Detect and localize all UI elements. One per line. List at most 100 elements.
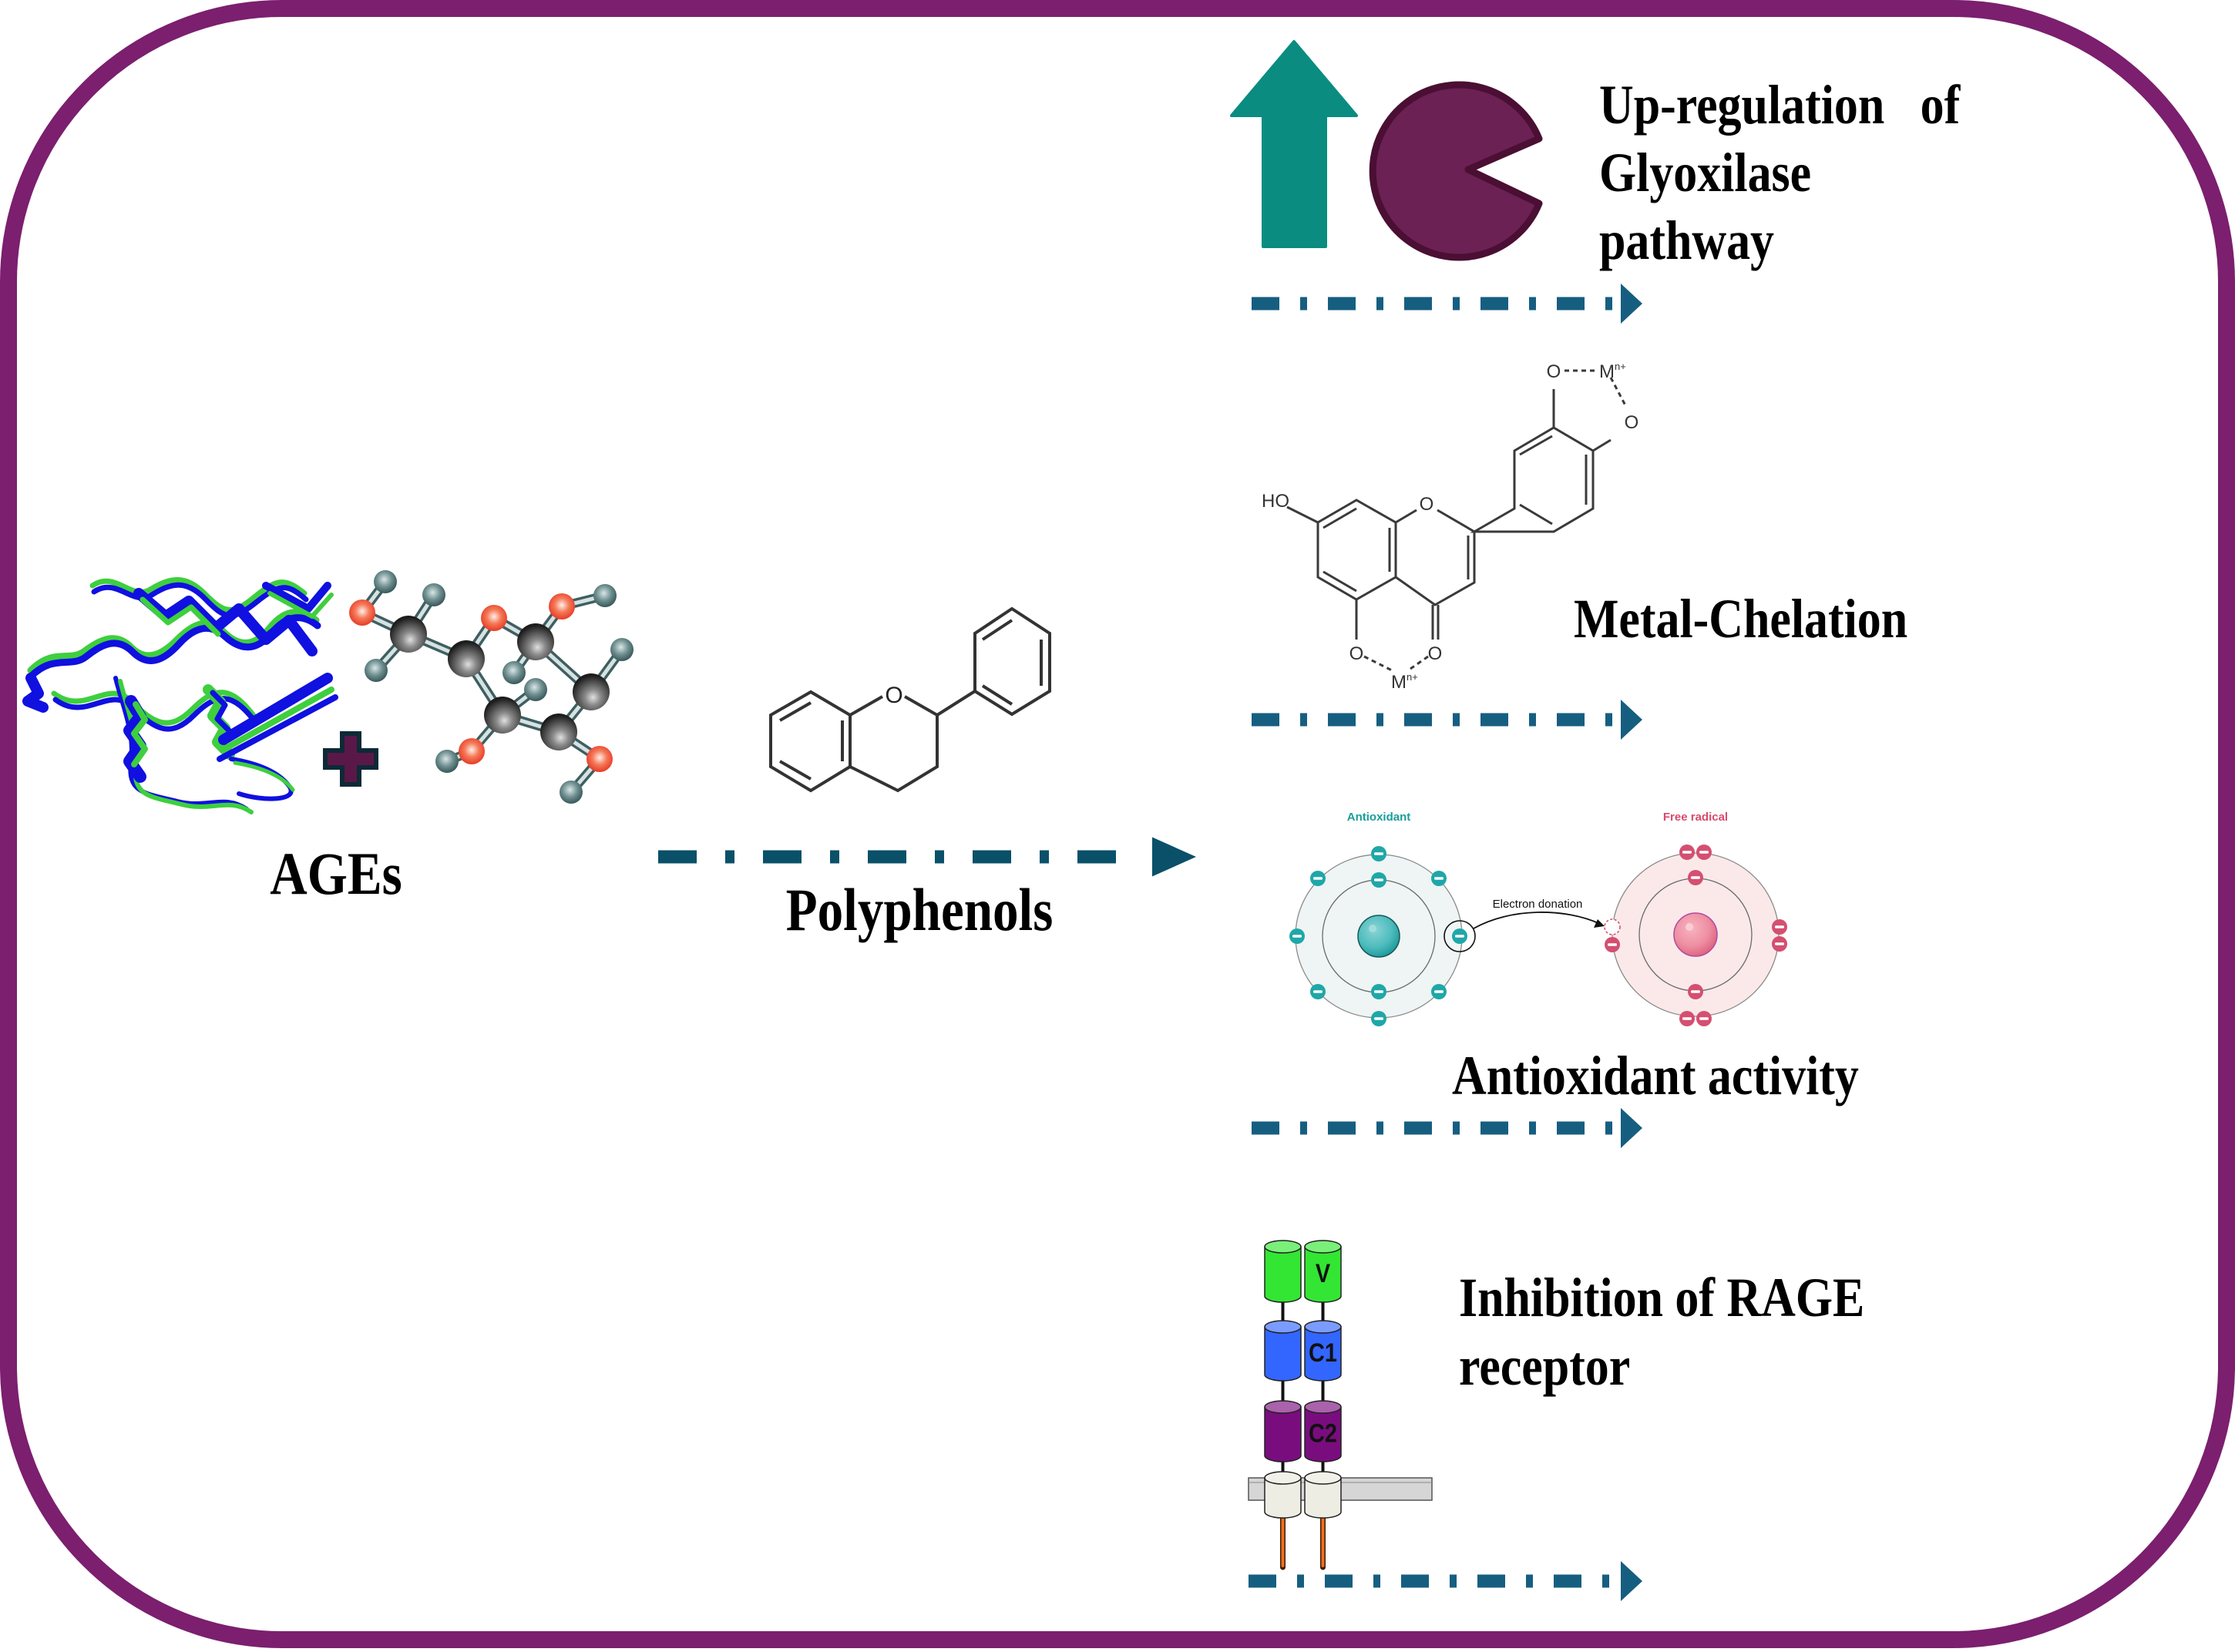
arrow-dash — [1328, 297, 1356, 311]
arrow-dot — [1529, 713, 1536, 727]
arrow-dash — [1480, 297, 1508, 311]
nucleus-highlight — [1369, 925, 1376, 932]
arrow-dot — [1040, 850, 1049, 864]
electron-donation-arrowhead — [1594, 919, 1605, 928]
receptor-domain-v — [1304, 1247, 1342, 1303]
carbon-atom — [484, 697, 521, 734]
o-right-label: O — [1625, 412, 1639, 433]
arrow-dot — [1529, 297, 1536, 311]
hydrogen-atom — [593, 584, 617, 607]
oxygen-atom — [481, 605, 507, 631]
arrowhead-icon — [1621, 1108, 1642, 1148]
arrow-dash — [1249, 1574, 1276, 1588]
rage-label-line-2: receptor — [1459, 1335, 1630, 1397]
minus-sign — [1292, 935, 1302, 938]
arrow-dash — [1404, 713, 1432, 727]
receptor-domain-cap — [1304, 1320, 1342, 1334]
polyphenols-arrow — [658, 837, 1196, 877]
minus-sign — [1608, 943, 1617, 946]
receptor-domain-label: C1 — [1309, 1338, 1337, 1368]
flavan-oxygen-label: O — [885, 683, 902, 708]
arrow-dash — [1477, 1574, 1505, 1588]
hydrogen-atom — [502, 661, 526, 684]
arrow-dot — [1297, 1574, 1304, 1588]
antioxidant-activity-label: Antioxidant activity — [1452, 1045, 1859, 1106]
minus-sign — [1374, 1017, 1383, 1020]
o-bottom-left-label: O — [1349, 643, 1364, 664]
oxygen-atom — [549, 593, 575, 620]
antioxidant-arrow — [1252, 1108, 1642, 1148]
minus-sign — [1313, 990, 1323, 993]
arrowhead-icon — [1621, 284, 1642, 324]
free-radical-title: Free radical — [1663, 811, 1728, 824]
receptor-domain-tm — [1304, 1478, 1342, 1519]
arrow-dot — [1453, 297, 1460, 311]
arrow-dash — [1328, 1121, 1356, 1135]
arrow-dot — [1300, 297, 1307, 311]
arrow-dot — [935, 850, 944, 864]
arrow-dot — [1602, 1574, 1609, 1588]
carbon-atom — [390, 616, 427, 653]
protein-ribbon-icon — [22, 577, 338, 814]
arrow-dot — [1529, 1121, 1536, 1135]
hydrogen-atom — [610, 638, 634, 661]
receptor-domain-cap — [1264, 1240, 1302, 1254]
glyoxalase-arrow — [1252, 284, 1642, 324]
receptor-domain-label: C2 — [1309, 1418, 1337, 1448]
plus-icon — [323, 731, 378, 787]
receptor-domain-cap — [1264, 1320, 1302, 1334]
arrowhead-icon — [1621, 1561, 1642, 1601]
ring-o-label: O — [1420, 494, 1434, 515]
metal-chelation-label: Metal-Chelation — [1574, 588, 1907, 650]
glyoxalase-label-line-3: pathway — [1599, 210, 1774, 271]
arrowhead-icon — [1621, 700, 1642, 740]
missing-electron-slot — [1604, 918, 1621, 935]
oxygen-atom — [349, 599, 375, 626]
m-top-label: Mn+ — [1599, 361, 1626, 382]
minus-sign — [1374, 878, 1383, 881]
receptor-domain-c2 — [1304, 1407, 1342, 1462]
nucleus-highlight — [1685, 923, 1693, 931]
minus-sign — [1691, 876, 1700, 879]
minus-sign — [1455, 935, 1464, 938]
ages-label: AGEs — [270, 840, 402, 907]
electron-donation-label: Electron donation — [1493, 898, 1583, 911]
arrow-dash — [1252, 1121, 1279, 1135]
receptor-domain-cap — [1264, 1400, 1302, 1414]
enzyme-icon — [1369, 81, 1543, 261]
o-top-label: O — [1547, 361, 1561, 382]
oxygen-atom — [586, 746, 613, 772]
arrow-dash — [1480, 1121, 1508, 1135]
receptor-domain-cap — [1304, 1471, 1342, 1485]
arrow-dash — [1325, 1574, 1353, 1588]
arrow-dot — [830, 850, 839, 864]
arrow-dot — [1376, 713, 1383, 727]
arrow-dash — [1077, 850, 1116, 864]
arrow-dot — [1376, 1121, 1383, 1135]
arrow-dash — [1404, 297, 1432, 311]
glyoxalase-label-line-1: Up-regulation of — [1599, 74, 1961, 136]
carbon-atom — [540, 714, 577, 750]
arrow-dot — [1453, 713, 1460, 727]
arrow-dot — [725, 850, 734, 864]
hydrogen-atom — [524, 678, 547, 701]
ho-label: HO — [1262, 491, 1289, 512]
minus-sign — [1699, 851, 1709, 854]
hydrogen-atom — [560, 781, 583, 804]
rage-label-line-1: Inhibition of RAGE — [1459, 1267, 1864, 1328]
arrow-dash — [1252, 297, 1279, 311]
receptor-domain-c2 — [1264, 1407, 1302, 1462]
arrow-dot — [1605, 297, 1612, 311]
carbon-atom — [573, 673, 610, 710]
arrow-dash — [1404, 1121, 1432, 1135]
metal-chelation-arrow — [1252, 700, 1642, 740]
arrow-dash — [1252, 713, 1279, 727]
minus-sign — [1691, 990, 1700, 993]
minus-sign — [1682, 851, 1692, 854]
carbon-atom — [517, 623, 554, 660]
receptor-domain-cap — [1304, 1400, 1342, 1414]
